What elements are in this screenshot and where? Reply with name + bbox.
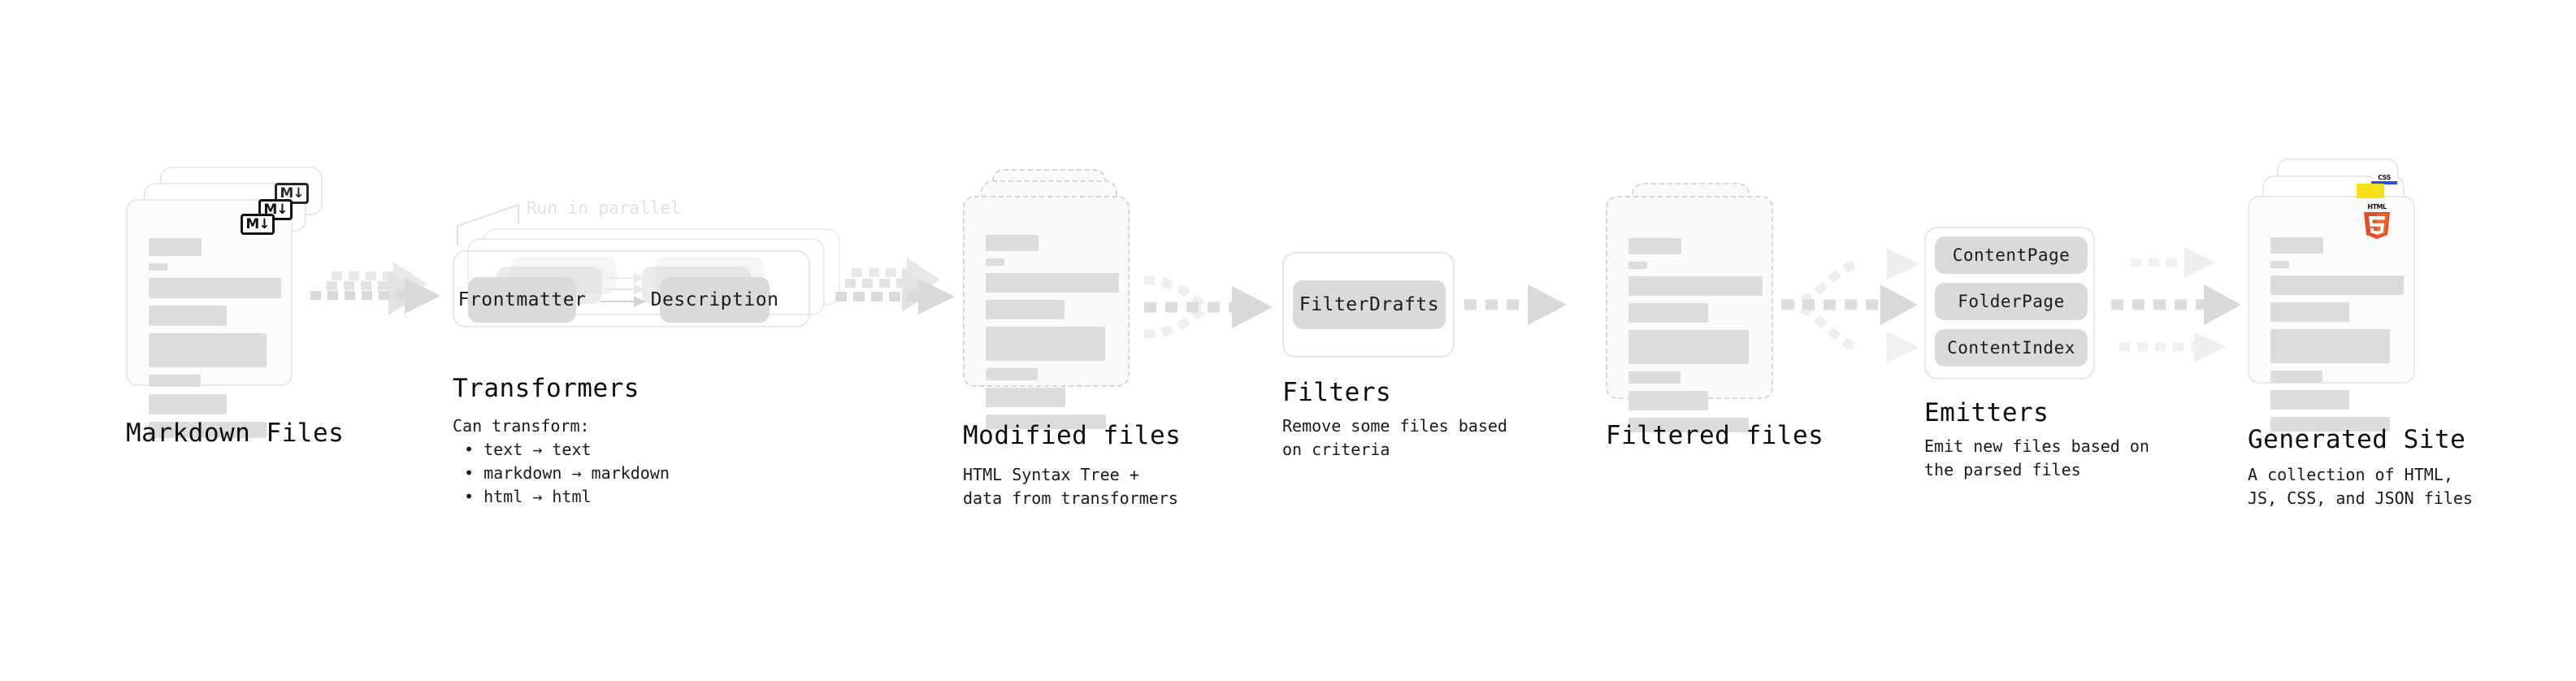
filtered-placeholder-lines — [1628, 238, 1763, 440]
markdown-card-front — [126, 199, 293, 438]
chip-folderpage[interactable]: FolderPage — [1935, 283, 2088, 320]
css-icon: CSS — [2371, 170, 2397, 184]
stage-title-transformers: Transformers — [453, 374, 640, 403]
connector-transformers-to-modified — [835, 258, 955, 314]
filtered-card-front — [1606, 196, 1773, 432]
transformers-bullet-0: • text → text — [464, 440, 592, 459]
stage-title-filters: Filters — [1282, 378, 1392, 407]
transformers-bullet-2: • html → html — [464, 487, 592, 506]
transformers-bullets-head: Can transform: — [453, 416, 590, 436]
markdown-icon: M↓ — [241, 214, 275, 235]
css-icon-label: CSS — [2378, 174, 2391, 181]
modified-card-front — [963, 196, 1130, 429]
run-in-parallel-bracket — [456, 203, 520, 245]
stage-title-markdown-files: Markdown Files — [126, 419, 345, 448]
run-in-parallel-label: Run in parallel — [527, 198, 681, 218]
stage-subtitle-emitters: Emit new files based on the parsed files — [1924, 436, 2149, 479]
chip-contentindex[interactable]: ContentIndex — [1935, 329, 2088, 367]
html5-icon-wordmark: HTML — [2367, 203, 2387, 210]
stage-title-generated-site: Generated Site — [2248, 425, 2466, 454]
stage-subtitle-filters: Remove some files based on criteria — [1282, 416, 1507, 459]
chip-contentpage[interactable]: ContentPage — [1935, 236, 2088, 274]
modified-placeholder-lines — [986, 235, 1119, 436]
transformer-inner-arrows — [601, 272, 647, 307]
stage-subtitle-generated-site: A collection of HTML, JS, CSS, and JSON … — [2248, 465, 2473, 508]
connector-filters-to-filtered — [1464, 284, 1567, 325]
connector-markdown-to-transformers — [310, 262, 440, 315]
connector-modified-to-filters — [1143, 275, 1273, 339]
transformers-bullet-list: Can transform: • text → text • markdown … — [453, 414, 670, 509]
chip-description[interactable]: Description — [651, 277, 778, 323]
connector-filtered-to-emitters — [1781, 249, 1919, 362]
chip-frontmatter-label: Frontmatter — [458, 289, 587, 310]
chip-contentindex-label: ContentIndex — [1947, 338, 2075, 358]
transformer-box-front — [453, 250, 810, 327]
html5-icon: HTML — [2361, 204, 2392, 240]
stage-subtitle-modified-files: HTML Syntax Tree + data from transformer… — [963, 465, 1178, 508]
chip-contentpage-label: ContentPage — [1952, 245, 2071, 265]
stage-title-modified-files: Modified files — [963, 421, 1182, 450]
chip-filterdrafts-label: FilterDrafts — [1299, 294, 1440, 315]
chip-frontmatter[interactable]: Frontmatter — [458, 277, 586, 323]
transformers-bullet-1: • markdown → markdown — [464, 463, 670, 483]
markdown-placeholder-lines — [149, 238, 281, 445]
js-icon — [2357, 184, 2384, 198]
chip-description-label: Description — [650, 289, 779, 310]
chip-filterdrafts[interactable]: FilterDrafts — [1293, 280, 1446, 329]
chip-folderpage-label: FolderPage — [1958, 292, 2065, 311]
connector-emitters-to-site — [2111, 247, 2241, 362]
stage-title-emitters: Emitters — [1924, 398, 2049, 427]
site-placeholder-lines — [2270, 237, 2404, 439]
stage-title-filtered-files: Filtered files — [1606, 421, 1824, 450]
